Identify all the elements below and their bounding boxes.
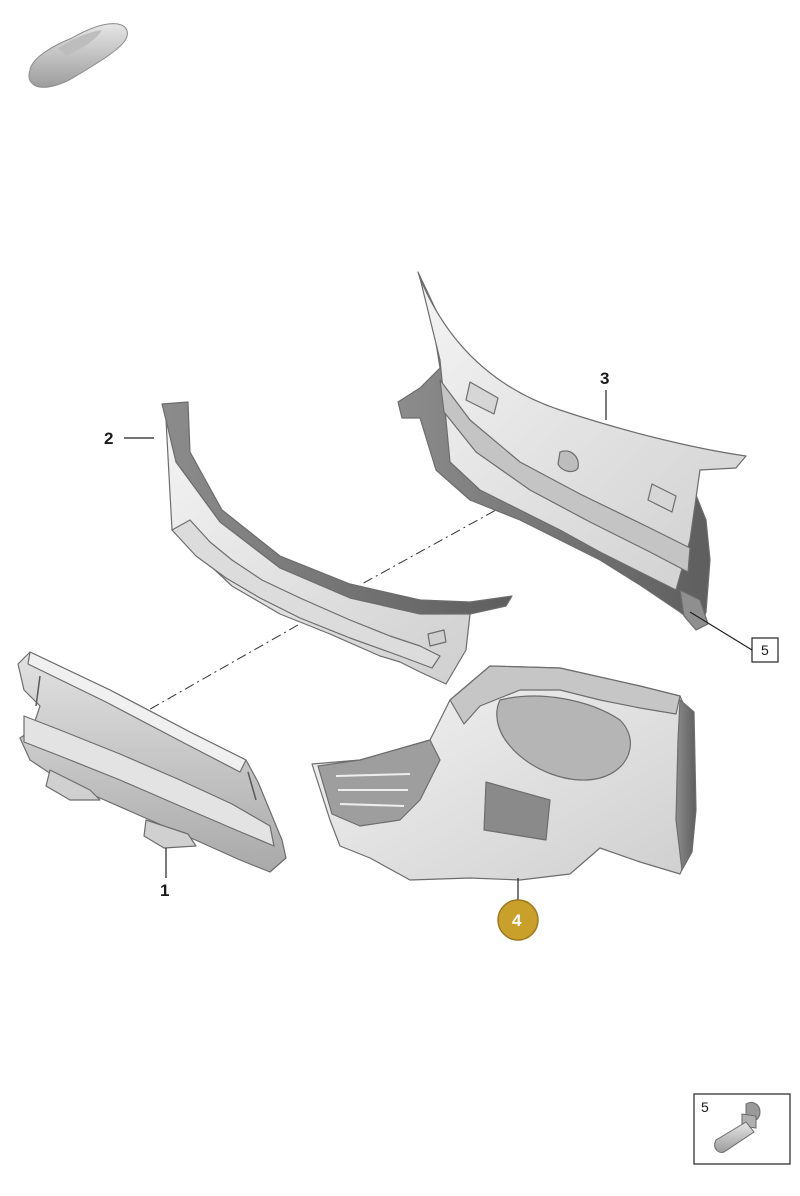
leader-lines [124,390,753,902]
callout-5: 5 [761,642,769,658]
detail-inset-5[interactable]: 5 [693,1093,791,1165]
pin-fastener-icon [714,1101,761,1153]
part-2-cowl-trim [161,401,513,685]
callout-1: 1 [160,881,169,900]
callout-2: 2 [104,429,113,448]
part-3-bulkhead-panel [397,271,747,631]
alignment-axis-lines [144,471,566,713]
callout-5-box[interactable]: 5 [751,637,779,663]
callout-4-highlight[interactable]: 4 [497,899,539,941]
callout-3: 3 [600,369,609,388]
part-4-air-duct [311,665,697,881]
inset-number: 5 [701,1099,709,1115]
car-silhouette-icon [28,23,128,88]
callout-4: 4 [512,911,522,930]
part-1-grille-frame [17,651,287,873]
